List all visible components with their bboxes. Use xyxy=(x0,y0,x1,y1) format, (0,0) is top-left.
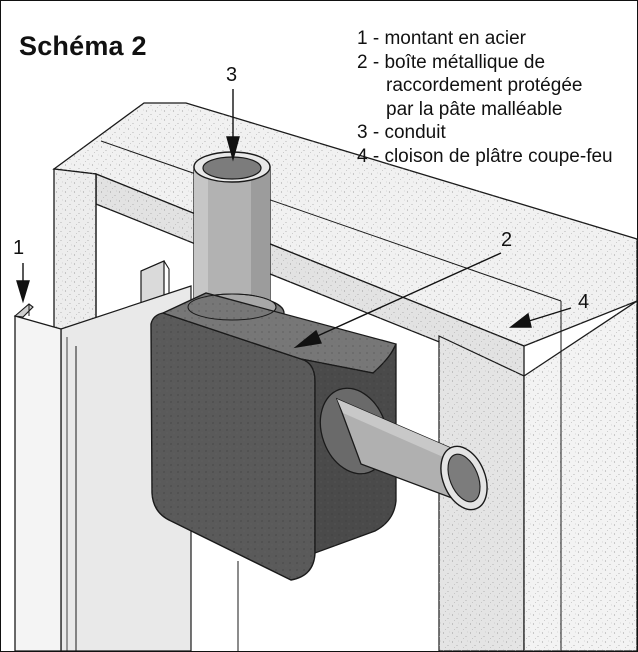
stud-front-flange xyxy=(14,315,62,651)
legend-item-2-line-2: raccordement protégée xyxy=(386,75,583,96)
legend: 1 - montant en acier 2 - boîte métalliqu… xyxy=(357,27,613,168)
conduit-horizontal xyxy=(319,387,488,511)
legend-item-1: 1 - montant en acier xyxy=(357,28,526,49)
arrow-3 xyxy=(226,136,240,162)
callout-arrows xyxy=(16,89,572,349)
legend-item-3: 3 - conduit xyxy=(357,122,446,143)
callout-1: 1 xyxy=(13,237,25,259)
arrow-2 xyxy=(293,329,322,349)
callout-2: 2 xyxy=(501,229,513,251)
junction-box xyxy=(150,292,397,581)
legend-item-2-line-3: par la pâte malléable xyxy=(386,98,563,120)
legend-item-2: 2 - boîte métallique de xyxy=(357,51,546,73)
arrow-1 xyxy=(16,280,30,304)
callout-3: 3 xyxy=(226,64,238,86)
legend-item-4: 4 - cloison de plâtre coupe-feu xyxy=(357,145,613,167)
diagram-title: Schéma 2 xyxy=(19,31,147,61)
callout-4: 4 xyxy=(578,291,590,313)
arrow-4 xyxy=(508,312,532,328)
